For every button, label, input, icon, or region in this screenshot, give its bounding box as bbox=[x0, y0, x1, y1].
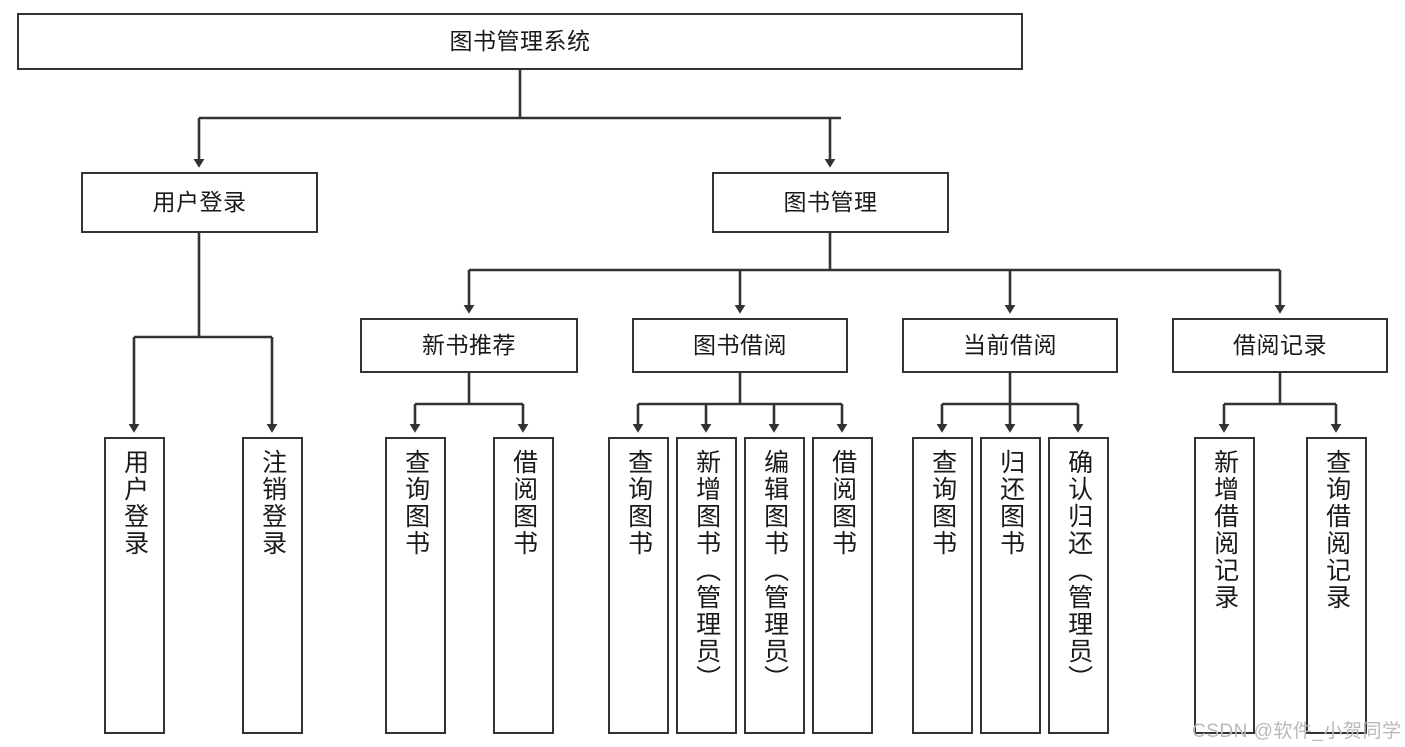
node-root-label: 图书管理系统 bbox=[449, 27, 591, 54]
node-leaf-query-book-2[interactable]: 查询图书 bbox=[608, 437, 669, 734]
node-leaf-user-login-label: 用户登录 bbox=[120, 449, 149, 557]
node-leaf-user-logout-label: 注销登录 bbox=[258, 449, 287, 557]
node-leaf-query-book-3-label: 查询图书 bbox=[928, 449, 957, 557]
node-leaf-user-logout[interactable]: 注销登录 bbox=[242, 437, 303, 734]
csdn-watermark: CSDN @软件_小贺同学 bbox=[1192, 721, 1402, 742]
node-leaf-query-book-1-label: 查询图书 bbox=[401, 449, 430, 557]
node-leaf-borrow-book-1[interactable]: 借阅图书 bbox=[493, 437, 554, 734]
node-leaf-borrow-book-2-label: 借阅图书 bbox=[828, 449, 857, 557]
node-new-book-recommend-label: 新书推荐 bbox=[422, 331, 516, 358]
node-current-borrow-label: 当前借阅 bbox=[963, 331, 1057, 358]
node-leaf-query-book-3[interactable]: 查询图书 bbox=[912, 437, 973, 734]
node-leaf-add-book[interactable]: 新增图书（管理员） bbox=[676, 437, 737, 734]
node-leaf-add-record-label: 新增借阅记录 bbox=[1210, 449, 1239, 611]
node-leaf-edit-book[interactable]: 编辑图书（管理员） bbox=[744, 437, 805, 734]
node-leaf-user-login[interactable]: 用户登录 bbox=[104, 437, 165, 734]
node-root[interactable]: 图书管理系统 bbox=[17, 13, 1023, 70]
node-leaf-confirm-return[interactable]: 确认归还（管理员） bbox=[1048, 437, 1109, 734]
node-leaf-query-record-label: 查询借阅记录 bbox=[1322, 449, 1351, 611]
node-leaf-return-book-label: 归还图书 bbox=[996, 449, 1025, 557]
node-book-manage[interactable]: 图书管理 bbox=[712, 172, 949, 233]
node-new-book-recommend[interactable]: 新书推荐 bbox=[360, 318, 578, 373]
node-leaf-query-book-2-label: 查询图书 bbox=[624, 449, 653, 557]
node-leaf-add-record[interactable]: 新增借阅记录 bbox=[1194, 437, 1255, 734]
node-current-borrow[interactable]: 当前借阅 bbox=[902, 318, 1118, 373]
node-leaf-return-book[interactable]: 归还图书 bbox=[980, 437, 1041, 734]
node-leaf-query-record[interactable]: 查询借阅记录 bbox=[1306, 437, 1367, 734]
node-leaf-query-book-1[interactable]: 查询图书 bbox=[385, 437, 446, 734]
node-borrow-record[interactable]: 借阅记录 bbox=[1172, 318, 1388, 373]
node-borrow-record-label: 借阅记录 bbox=[1233, 331, 1327, 358]
node-leaf-borrow-book-1-label: 借阅图书 bbox=[509, 449, 538, 557]
node-leaf-confirm-return-label: 确认归还（管理员） bbox=[1064, 449, 1093, 692]
node-leaf-borrow-book-2[interactable]: 借阅图书 bbox=[812, 437, 873, 734]
node-book-borrow-label: 图书借阅 bbox=[693, 331, 787, 358]
node-book-borrow[interactable]: 图书借阅 bbox=[632, 318, 848, 373]
node-user-login[interactable]: 用户登录 bbox=[81, 172, 318, 233]
node-book-manage-label: 图书管理 bbox=[783, 188, 878, 215]
node-user-login-label: 用户登录 bbox=[152, 188, 247, 215]
node-leaf-edit-book-label: 编辑图书（管理员） bbox=[760, 449, 789, 692]
node-leaf-add-book-label: 新增图书（管理员） bbox=[692, 449, 721, 692]
